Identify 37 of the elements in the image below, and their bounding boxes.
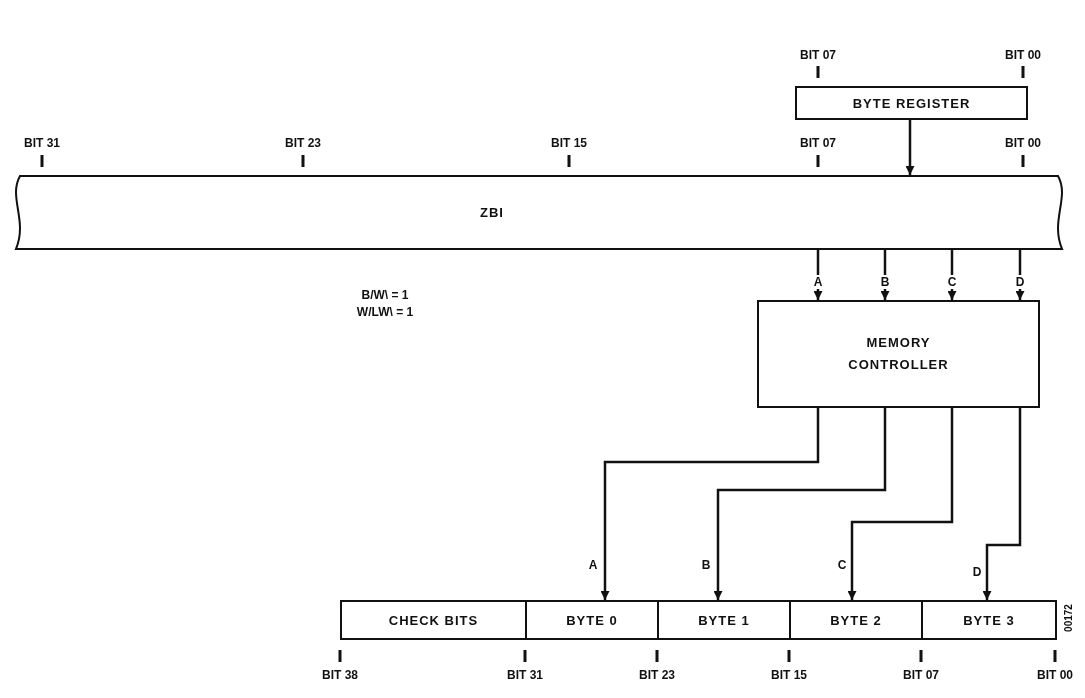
bit-label: BIT 23 (285, 136, 321, 150)
bit-label: BIT 07 (903, 668, 939, 682)
bit-label: BIT 38 (322, 668, 358, 682)
bit-label: BIT 00 (1005, 48, 1041, 62)
edge-label: C (946, 275, 958, 289)
bit-label: BIT 15 (551, 136, 587, 150)
signal-note: W/LW\ = 1 (356, 305, 414, 319)
bit-label: BIT 07 (800, 136, 836, 150)
arrow (600, 408, 820, 600)
field-cell: BYTE 1 (657, 600, 791, 640)
arrow (713, 408, 887, 600)
field-cell: BYTE 2 (789, 600, 923, 640)
arrow (905, 120, 915, 175)
edge-label: B (879, 275, 891, 289)
bit-label: BIT 00 (1037, 668, 1073, 682)
edge-label: D (971, 565, 983, 579)
edge-label: A (587, 558, 599, 572)
edge-label: D (1014, 275, 1026, 289)
arrow (847, 408, 954, 600)
edge-label: C (836, 558, 848, 572)
bit-label: BIT 31 (24, 136, 60, 150)
arrow (982, 408, 1022, 600)
bit-label: BIT 07 (800, 48, 836, 62)
controller-box: MEMORY CONTROLLER (757, 300, 1040, 408)
field-cell: BYTE 3 (921, 600, 1057, 640)
bit-label: BIT 23 (639, 668, 675, 682)
register-box: BYTE REGISTER (795, 86, 1028, 120)
field-cell: CHECK BITS (340, 600, 527, 640)
bit-label: BIT 15 (771, 668, 807, 682)
arrow (1015, 250, 1025, 300)
edge-label: B (700, 558, 712, 572)
edge-label: A (812, 275, 824, 289)
field-cell: BYTE 0 (525, 600, 659, 640)
signal-note: B/W\ = 1 (361, 288, 409, 302)
arrow (947, 250, 957, 300)
bit-label: BIT 31 (507, 668, 543, 682)
bit-label: BIT 00 (1005, 136, 1041, 150)
